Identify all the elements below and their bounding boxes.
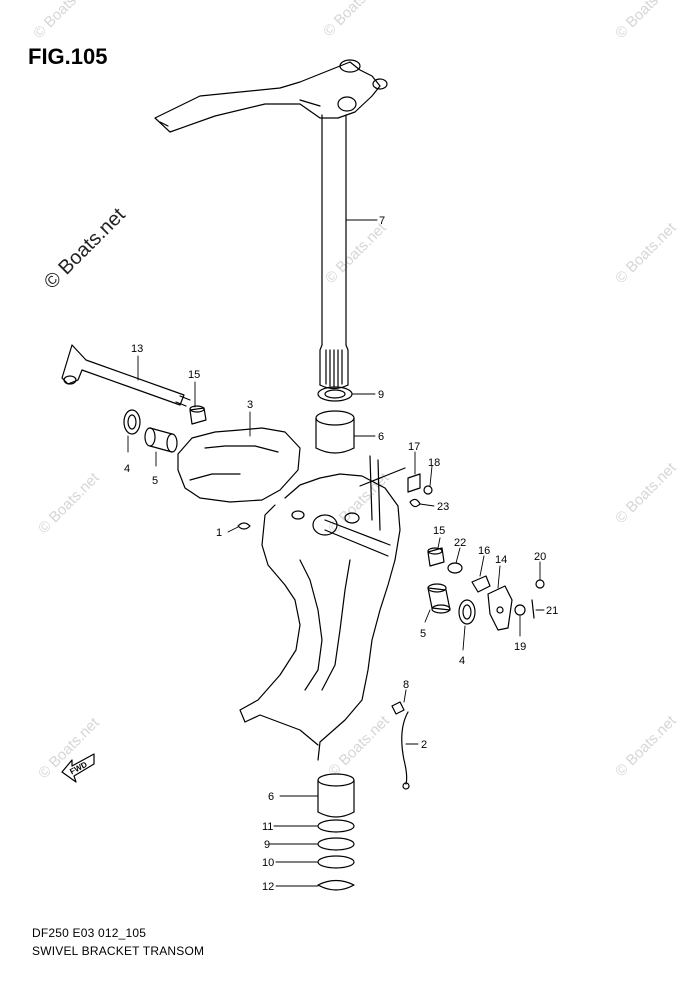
callout: 5 <box>420 628 426 640</box>
callout: 23 <box>437 501 449 513</box>
callout: 13 <box>131 343 143 355</box>
callout: 5 <box>152 475 158 487</box>
washer-4-right <box>458 599 476 625</box>
callout: 4 <box>124 463 130 475</box>
callout: 19 <box>514 641 526 653</box>
callout: 15 <box>433 525 445 537</box>
callout: 8 <box>403 679 409 691</box>
washer-9 <box>317 386 353 402</box>
callout: 6 <box>268 791 274 803</box>
clip-23 <box>409 498 421 508</box>
swivel-bracket <box>177 427 406 761</box>
tab-14 <box>487 585 513 631</box>
ring-22 <box>447 562 463 574</box>
clip-1 <box>237 522 251 530</box>
callout: 1 <box>216 527 222 539</box>
callout: 10 <box>262 857 274 869</box>
callout: 16 <box>478 545 490 557</box>
bushing-15-right <box>427 547 445 567</box>
bolt-18 <box>423 485 433 495</box>
pin-21 <box>531 599 535 619</box>
figure-title: FIG.105 <box>28 44 108 69</box>
callout: 21 <box>546 605 558 617</box>
bushing-5-left <box>144 427 178 453</box>
callout: 20 <box>534 551 546 563</box>
bolt-8 <box>391 701 405 715</box>
callout: 3 <box>247 399 253 411</box>
callout: 9 <box>378 389 384 401</box>
bushing-5-right <box>427 583 451 614</box>
bushing-lower <box>317 773 355 818</box>
washer-10 <box>317 855 355 869</box>
callout: 7 <box>379 215 385 227</box>
pilot-shaft <box>319 114 349 390</box>
bushing-upper <box>315 410 355 454</box>
callout: 14 <box>495 554 507 566</box>
callout: 11 <box>262 821 273 833</box>
callout: 2 <box>421 739 427 751</box>
washer-4-left <box>123 409 141 435</box>
tilt-tube <box>61 344 191 407</box>
callout: 15 <box>188 369 200 381</box>
footer-code: DF250 E03 012_105 <box>32 926 147 940</box>
callout: 9 <box>264 839 270 851</box>
steering-arm <box>154 59 388 133</box>
washer-11 <box>317 819 355 833</box>
nut-20 <box>535 579 545 589</box>
callout: 22 <box>454 537 466 549</box>
bushing-15-left <box>189 405 207 425</box>
washer-9-lower <box>317 837 355 851</box>
lever-16 <box>471 575 491 593</box>
plate-17 <box>407 473 421 493</box>
nut-19 <box>514 604 526 616</box>
callout: 18 <box>428 457 440 469</box>
footer-name: SWIVEL BRACKET TRANSOM <box>32 944 205 958</box>
fwd-arrow <box>61 753 95 783</box>
callout: 12 <box>262 881 274 893</box>
callout-labels: 7 13 15 3 9 6 4 5 17 18 23 1 15 22 16 14… <box>124 215 558 893</box>
callout: 4 <box>459 655 465 667</box>
callout: 17 <box>408 441 420 453</box>
ground-lead <box>401 711 409 785</box>
snap-ring-12 <box>317 879 355 891</box>
callout: 6 <box>378 431 384 443</box>
